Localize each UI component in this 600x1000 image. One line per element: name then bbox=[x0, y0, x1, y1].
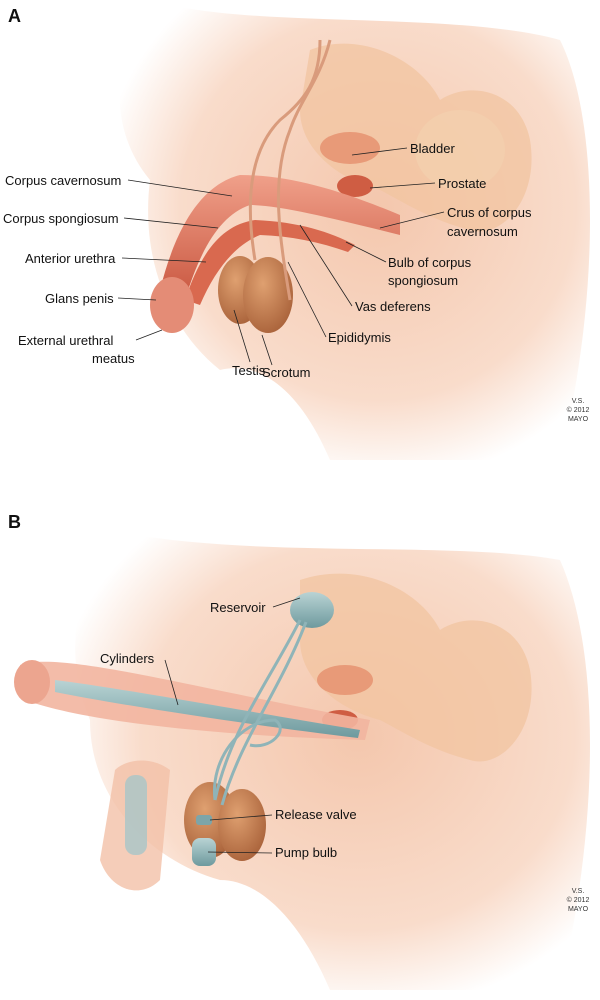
panel-a: A Corpus cavernosum Corpus spongiosum An… bbox=[0, 0, 600, 470]
testis-right bbox=[243, 257, 293, 333]
label-external-urethral-meatus: External urethral bbox=[18, 333, 113, 348]
credit-a: V.S. © 2012 MAYO bbox=[567, 398, 590, 423]
svg-text:V.S.: V.S. bbox=[572, 398, 585, 405]
label-corpus-spongiosum: Corpus spongiosum bbox=[3, 211, 119, 226]
glans-erect bbox=[14, 660, 50, 704]
label-epididymis: Epididymis bbox=[328, 330, 391, 345]
prostate bbox=[337, 175, 373, 197]
label-scrotum: Scrotum bbox=[262, 365, 310, 380]
svg-text:© 2012: © 2012 bbox=[567, 896, 590, 904]
reservoir bbox=[290, 592, 334, 628]
panel-b-letter: B bbox=[8, 512, 21, 532]
pump-bulb bbox=[192, 838, 216, 866]
label-glans-penis: Glans penis bbox=[45, 291, 114, 306]
testis-b2 bbox=[218, 789, 266, 861]
label-bladder: Bladder bbox=[410, 141, 455, 156]
femur-head bbox=[415, 110, 505, 190]
label-corpus-cavernosum: Corpus cavernosum bbox=[5, 173, 121, 188]
vas-deferens-2 bbox=[248, 39, 322, 261]
corpus-cavernosum bbox=[160, 175, 400, 300]
label-prostate: Prostate bbox=[438, 176, 486, 191]
credit-b: V.S. © 2012 MAYO bbox=[567, 888, 590, 913]
release-valve bbox=[196, 815, 212, 825]
panel-a-letter: A bbox=[8, 6, 21, 26]
tubing-loop bbox=[212, 718, 282, 801]
svg-text:© 2012: © 2012 bbox=[567, 406, 590, 414]
panel-b: B Reservoir Cylinders Release valve Pump… bbox=[8, 512, 590, 990]
pelvis-bone-b bbox=[300, 573, 532, 762]
glans-penis bbox=[150, 277, 194, 333]
label-anterior-urethra: Anterior urethra bbox=[25, 251, 116, 266]
cylinder bbox=[55, 680, 360, 738]
svg-text:V.S.: V.S. bbox=[572, 888, 585, 895]
label-bulb-of-corpus-spongiosum: Bulb of corpus bbox=[388, 255, 472, 270]
label-bulb-of-corpus-spongiosum-2: spongiosum bbox=[388, 273, 458, 288]
tubing bbox=[213, 619, 308, 806]
label-crus-of-corpus-cavernosum: Crus of corpus bbox=[447, 205, 532, 220]
label-testis: Testis bbox=[232, 363, 266, 378]
svg-text:MAYO: MAYO bbox=[568, 416, 589, 423]
vas-deferens bbox=[276, 39, 332, 301]
bladder bbox=[320, 132, 380, 164]
corpus-spongiosum bbox=[185, 220, 355, 305]
label-pump-bulb: Pump bulb bbox=[275, 845, 337, 860]
label-external-urethral-meatus-2: meatus bbox=[92, 351, 135, 366]
label-reservoir: Reservoir bbox=[210, 600, 266, 615]
label-cylinders: Cylinders bbox=[100, 651, 155, 666]
svg-text:MAYO: MAYO bbox=[568, 906, 589, 913]
flaccid-cylinder bbox=[125, 775, 147, 855]
label-vas-deferens: Vas deferens bbox=[355, 299, 431, 314]
bladder-b bbox=[317, 665, 373, 695]
label-crus-of-corpus-cavernosum-2: cavernosum bbox=[447, 224, 518, 239]
label-release-valve: Release valve bbox=[275, 807, 357, 822]
